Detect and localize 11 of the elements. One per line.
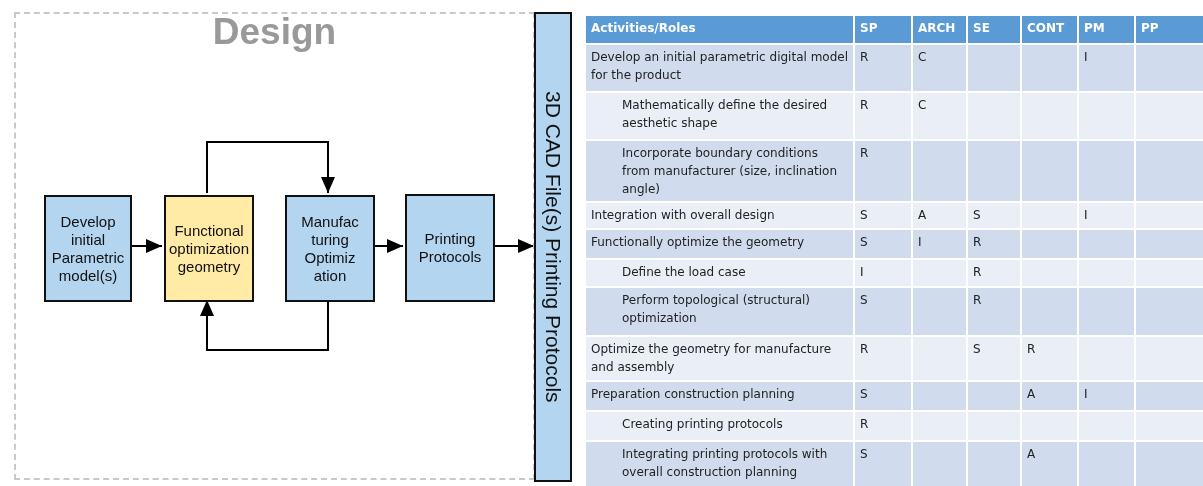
process-box: Functional optimization geometry <box>164 195 254 302</box>
process-box: Develop initial Parametric model(s) <box>44 195 132 302</box>
dashed-group-frame <box>14 12 535 480</box>
bar-label: 3D CAD File(s) Printing Protocols <box>541 91 565 403</box>
header-cell: Activities/Roles <box>585 15 854 44</box>
table-cell: Integrating printing protocols with overall construction planning <box>585 441 854 486</box>
process-box: Manufac turing Optimiz ation <box>285 195 375 302</box>
vertical-bar <box>534 12 572 482</box>
group-title: Design <box>211 12 338 52</box>
process-box: Printing Protocols <box>405 194 495 302</box>
arrow <box>206 141 335 194</box>
